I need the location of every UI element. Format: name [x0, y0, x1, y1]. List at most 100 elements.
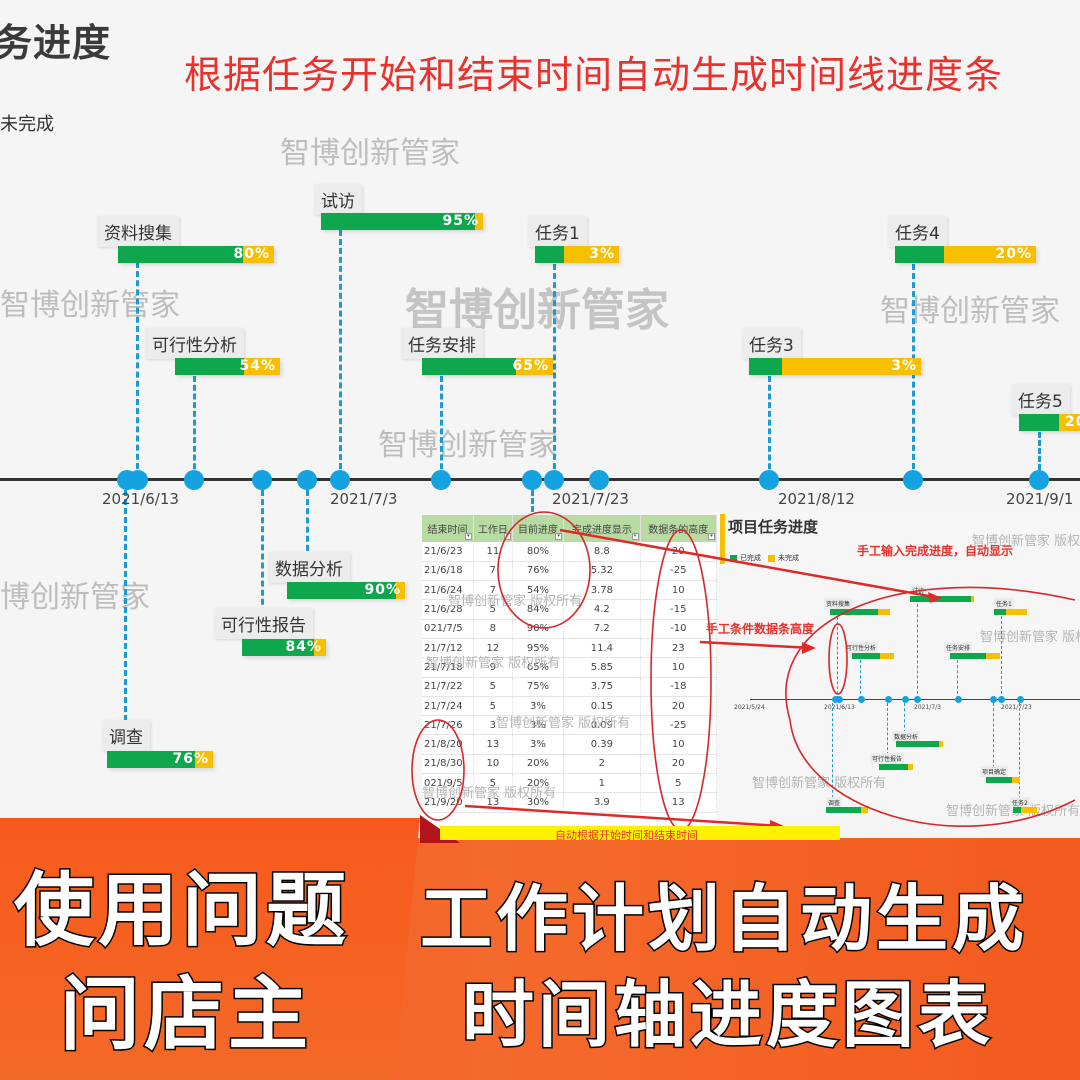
mini-timeline-point[interactable] — [990, 696, 997, 703]
timeline-point[interactable] — [184, 470, 204, 490]
timeline-point[interactable] — [759, 470, 779, 490]
timeline-point[interactable] — [1029, 470, 1049, 490]
mini-connector — [957, 660, 958, 699]
task-progress-bar[interactable]: 84% — [242, 639, 326, 656]
task-percent: 95% — [442, 213, 479, 229]
column-header[interactable]: 结束时间▾ — [422, 515, 474, 542]
annotation-manual-progress: 手工输入完成进度，自动显示 — [857, 544, 1014, 558]
timeline-point[interactable] — [297, 470, 317, 490]
connector-line — [124, 490, 127, 730]
task-label: 任务4 — [888, 216, 947, 247]
task-progress-bar[interactable]: 65% — [422, 358, 553, 375]
timeline-point[interactable] — [903, 470, 923, 490]
mini-task-bar[interactable] — [826, 807, 868, 813]
mini-connector — [832, 703, 833, 803]
decor-yellow-strip — [440, 826, 840, 840]
connector-line — [440, 376, 443, 478]
mini-timeline-point[interactable] — [914, 696, 921, 703]
mini-timeline-point[interactable] — [1017, 696, 1024, 703]
mini-task-bar[interactable] — [896, 741, 943, 747]
connector-line — [768, 376, 771, 478]
mini-axis-tick: 2021/6/13 — [824, 704, 855, 711]
mini-task-label: 调查 — [826, 797, 843, 808]
axis-tick-label: 2021/7/3 — [330, 490, 398, 508]
task-label: 资料搜集 — [97, 216, 179, 247]
mini-connector — [1019, 703, 1020, 799]
mini-connector — [993, 703, 994, 773]
task-percent: 80% — [233, 246, 270, 262]
mini-connector — [837, 617, 838, 699]
mini-task-label: 资料搜集 — [824, 598, 853, 609]
mini-task-bar[interactable] — [950, 653, 1000, 659]
mini-timeline-point[interactable] — [902, 696, 909, 703]
mini-timeline-point[interactable] — [858, 696, 865, 703]
mini-task-bar[interactable] — [879, 764, 913, 770]
timeline-point[interactable] — [128, 470, 148, 490]
task-label: 任务1 — [528, 216, 587, 247]
task-progress-bar[interactable]: 54% — [175, 358, 280, 375]
highlight-ellipse — [497, 511, 591, 629]
task-label: 任务3 — [742, 328, 801, 359]
timeline-point[interactable] — [252, 470, 272, 490]
task-progress-bar[interactable]: 80% — [118, 246, 274, 263]
mini-task-bar[interactable] — [1013, 807, 1037, 813]
mini-axis-tick: 2021/5/24 — [734, 704, 765, 711]
mini-task-label: 任务1 — [994, 598, 1014, 609]
mini-timeline-point[interactable] — [836, 696, 843, 703]
task-label: 数据分析 — [268, 552, 350, 583]
highlight-ellipse — [650, 529, 712, 831]
banner-left-line2: 问店主 — [59, 967, 312, 1063]
task-progress-bar[interactable]: 76% — [107, 751, 213, 768]
timeline-point[interactable] — [330, 470, 350, 490]
annotation-manual-height: 手工条件数据条高度 — [706, 622, 815, 636]
headline: 根据任务开始和结束时间自动生成时间线进度条 — [184, 53, 1004, 97]
mini-timeline-point[interactable] — [998, 696, 1005, 703]
task-progress-bar[interactable]: 95% — [321, 213, 483, 230]
mini-connector — [917, 604, 918, 699]
task-label: 试访 — [314, 184, 362, 215]
mini-timeline-point[interactable] — [955, 696, 962, 703]
task-progress-bar[interactable]: 3% — [749, 358, 921, 375]
table-header-row: 结束时间▾ 工作日▾ 目前进度▾ 完成进度显示▾ 数据条的高度▾ — [422, 515, 717, 542]
annotation-auto-dates: 自动根据开始时间和结束时间 — [555, 829, 698, 842]
filter-icon[interactable]: ▾ — [464, 533, 472, 540]
task-label: 调查 — [102, 720, 150, 751]
task-progress-bar[interactable]: 20% — [1019, 414, 1080, 431]
task-percent: 3% — [891, 358, 917, 374]
highlight-ellipse — [828, 623, 848, 695]
timeline-point[interactable] — [589, 470, 609, 490]
task-progress-bar[interactable]: 3% — [535, 246, 619, 263]
banner-right-line1: 工作计划自动生成 — [418, 876, 1029, 963]
task-label: 任务安排 — [401, 328, 483, 359]
mini-task-bar[interactable] — [994, 609, 1027, 615]
title-accent-bar — [720, 514, 725, 564]
mini-timeline-point[interactable] — [832, 696, 839, 703]
task-percent: 20% — [1065, 414, 1080, 430]
task-progress-bar[interactable]: 90% — [287, 582, 405, 599]
mini-connector — [887, 703, 888, 755]
task-progress-bar[interactable]: 20% — [895, 246, 1036, 263]
mini-task-bar[interactable] — [986, 777, 1020, 783]
mini-task-bar[interactable] — [852, 653, 894, 659]
highlight-ellipse — [411, 719, 465, 821]
timeline-point[interactable] — [431, 470, 451, 490]
filter-icon[interactable]: ▾ — [631, 533, 639, 540]
connector-line — [1038, 432, 1041, 478]
task-label: 可行性报告 — [214, 608, 313, 639]
mini-task-bar[interactable] — [830, 609, 890, 615]
mini-task-bar[interactable] — [910, 596, 974, 602]
connector-line — [193, 376, 196, 478]
timeline-point[interactable] — [544, 470, 564, 490]
filter-icon[interactable]: ▾ — [555, 533, 563, 540]
filter-icon[interactable]: ▾ — [708, 533, 715, 540]
mini-connector — [904, 703, 905, 733]
legend-done-swatch — [730, 554, 737, 562]
mini-timeline-point[interactable] — [885, 696, 892, 703]
timeline-point[interactable] — [522, 470, 542, 490]
axis-tick-label: 2021/8/12 — [778, 490, 855, 508]
